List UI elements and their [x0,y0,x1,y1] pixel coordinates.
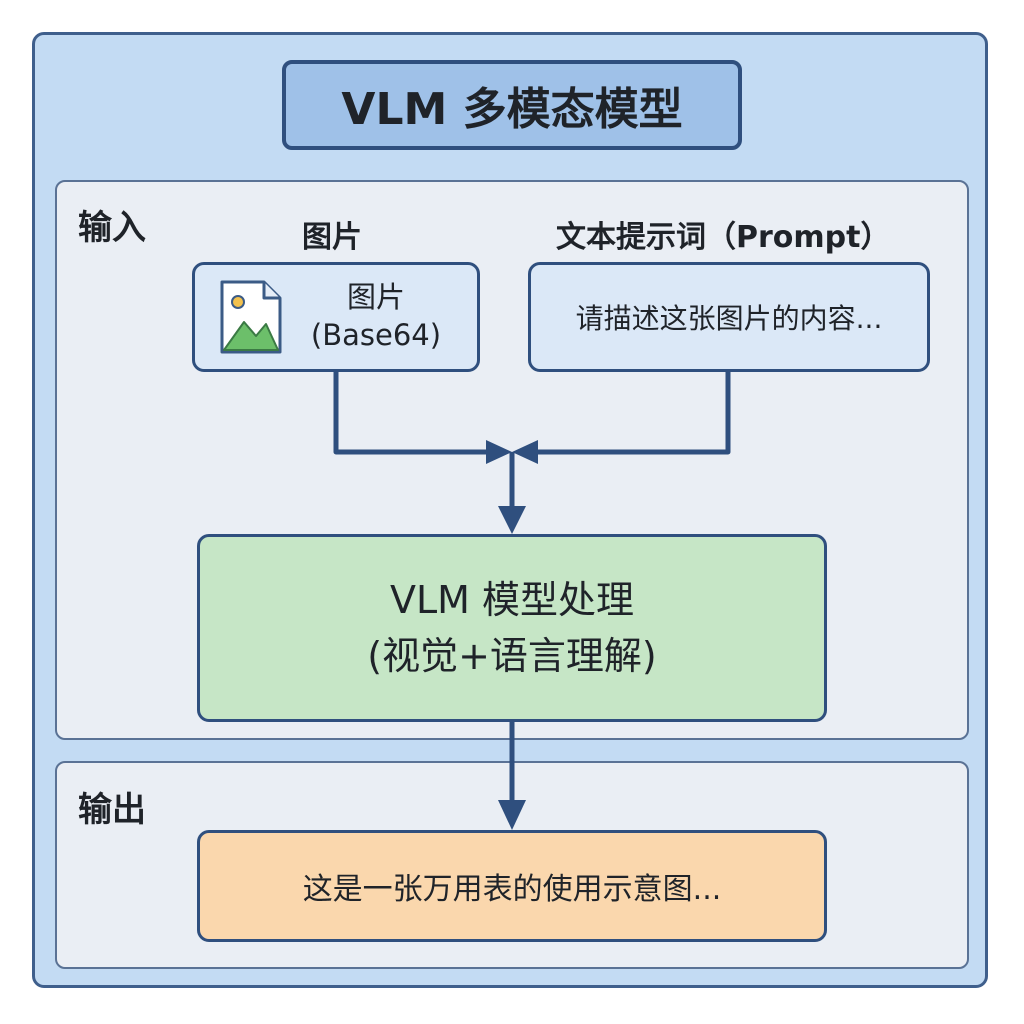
output-result-box: 这是一张万用表的使用示意图... [197,830,827,942]
image-input-title: 图片 [346,280,405,314]
output-result-text: 这是一张万用表的使用示意图... [302,872,722,907]
image-file-icon [220,280,282,354]
vlm-model-title: VLM 模型处理 [389,578,635,622]
input-section-label: 输入 [78,208,146,248]
image-input-text: 图片 (Base64) [296,278,456,354]
image-column-label: 图片 [302,220,362,255]
prompt-column-label: 文本提示词（Prompt） [556,220,891,255]
image-input-format: (Base64) [310,318,442,352]
vlm-model-box: VLM 模型处理 (视觉+语言理解) [197,534,827,722]
prompt-text: 请描述这张图片的内容... [575,302,883,335]
diagram-title: VLM 多模态模型 [282,60,742,150]
vlm-model-subtitle: (视觉+语言理解) [367,634,657,678]
prompt-input-box: 请描述这张图片的内容... [528,262,930,372]
output-section-label: 输出 [78,790,146,830]
